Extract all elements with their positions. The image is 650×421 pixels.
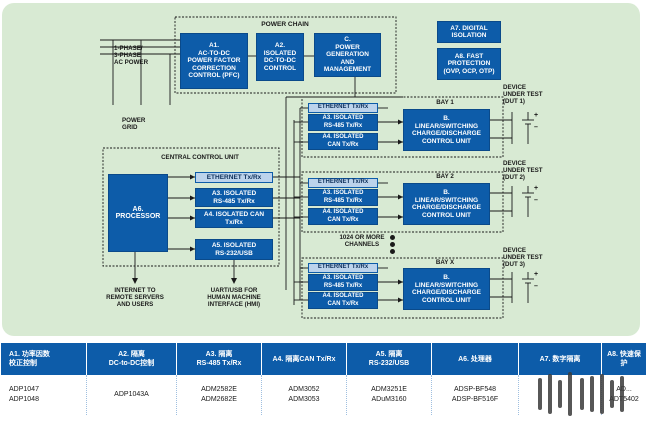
ac-power-input-label: 1-PHASE/ 3-PHASE AC POWER <box>114 45 149 67</box>
ccu-can-box: A4. ISOLATED CAN Tx/Rx <box>195 209 273 228</box>
table-cell: ADM3251E ADuM3160 <box>346 375 432 415</box>
dut-1-label: DEVICE UNDER TEST (DUT 1) <box>503 84 543 106</box>
ccu-ethernet-box: ETHERNET Tx/Rx <box>195 172 273 183</box>
bay-x-control-unit-box: B. LINEAR/SWITCHING CHARGE/DISCHARGE CON… <box>403 268 490 310</box>
bay-2-control-unit-box: B. LINEAR/SWITCHING CHARGE/DISCHARGE CON… <box>403 183 490 225</box>
bay-1-can-box: A4. ISOLATED CAN Tx/Rx <box>308 133 378 150</box>
dut-2-label: DEVICE UNDER TEST (DUT 2) <box>503 160 543 182</box>
table-header: A5. 隔离 RS-232/USB <box>346 343 432 375</box>
minus-sign: – <box>534 283 538 290</box>
table-header: A3. 隔离 RS-485 Tx/Rx <box>176 343 262 375</box>
table-header: A7. 数字隔离 <box>518 343 602 375</box>
table-cell: ADM2582E ADM2682E <box>176 375 262 415</box>
plus-sign: + <box>533 112 539 119</box>
bay-x-rs485-box: A3. ISOLATED RS-485 Tx/Rx <box>308 274 378 291</box>
bay-x-ethernet-box: ETHERNET Tx/Rx <box>308 263 378 273</box>
ccu-title: CENTRAL CONTROL UNIT <box>161 154 239 161</box>
bay-1-control-unit-box: B. LINEAR/SWITCHING CHARGE/DISCHARGE CON… <box>403 109 490 151</box>
ccu-rs485-box: A3. ISOLATED RS-485 Tx/Rx <box>195 188 273 207</box>
table-header: A2. 隔离 DC-to-DC控制 <box>86 343 177 375</box>
table-header-row: A1. 功率因数 校正控制 A2. 隔离 DC-to-DC控制 A3. 隔离 R… <box>1 343 646 375</box>
bay-1-ethernet-box: ETHERNET Tx/Rx <box>308 103 378 113</box>
power-grid-label: POWER GRID <box>122 117 146 132</box>
isolated-dcdc-box: A2. ISOLATED DC-TO-DC CONTROL <box>256 33 304 81</box>
table-header: A4. 隔离CAN Tx/Rx <box>261 343 347 375</box>
table-header: A8. 快速保护 <box>601 343 646 375</box>
plus-sign: + <box>533 271 539 278</box>
bay-2-can-box: A4. ISOLATED CAN Tx/Rx <box>308 208 378 225</box>
digital-isolation-box: A7. DIGITAL ISOLATION <box>437 21 501 43</box>
table-cell: ADP1047 ADP1048 <box>1 375 87 415</box>
table-cell: ADM3052 ADM3053 <box>261 375 347 415</box>
bay-2-rs485-box: A3. ISOLATED RS-485 Tx/Rx <box>308 189 378 206</box>
watermark-logo <box>538 372 624 416</box>
connection-lines <box>100 16 534 319</box>
dut-3-label: DEVICE UNDER TEST (DUT 3) <box>503 247 543 269</box>
channels-label: 1024 OR MORE CHANNELS <box>339 234 385 249</box>
power-chain-title: POWER CHAIN <box>261 21 309 28</box>
table-header: A1. 功率因数 校正控制 <box>1 343 87 375</box>
processor-box: A6. PROCESSOR <box>108 174 168 252</box>
table-header: A6. 处理器 <box>431 343 519 375</box>
ellipsis-dot <box>390 235 395 240</box>
rs232-usb-box: A5. ISOLATED RS-232/USB <box>195 239 273 260</box>
plus-sign: + <box>533 185 539 192</box>
bay-1-rs485-box: A3. ISOLATED RS-485 Tx/Rx <box>308 114 378 131</box>
parts-table: A1. 功率因数 校正控制 A2. 隔离 DC-to-DC控制 A3. 隔离 R… <box>1 343 646 415</box>
ellipsis-dot <box>390 249 395 254</box>
hmi-label: UART/USB FOR HUMAN MACHINE INTERFACE (HM… <box>207 287 261 309</box>
bay-2-title: BAY 2 <box>436 173 454 180</box>
fast-protection-box: A8. FAST PROTECTION (OVP, OCP, OTP) <box>437 48 501 80</box>
bay-x-title: BAY X <box>435 259 455 266</box>
bay-x-can-box: A4. ISOLATED CAN Tx/Rx <box>308 292 378 309</box>
table-cell: ADP1043A <box>86 375 177 415</box>
table-row: ADP1047 ADP1048 ADP1043A ADM2582E ADM268… <box>1 375 646 415</box>
table-cell: ADSP-BF548 ADSP-BF516F <box>431 375 519 415</box>
internet-label: INTERNET TO REMOTE SERVERS AND USERS <box>106 287 164 309</box>
ellipsis-dot <box>390 242 395 247</box>
power-generation-box: C. POWER GENERATION AND MANAGEMENT <box>314 33 381 77</box>
bay-2-ethernet-box: ETHERNET Tx/Rx <box>308 178 378 188</box>
pfc-control-box: A1. AC-TO-DC POWER FACTOR CORRECTION CON… <box>180 33 248 89</box>
bay-1-title: BAY 1 <box>436 99 454 106</box>
minus-sign: – <box>534 124 538 131</box>
minus-sign: – <box>534 197 538 204</box>
